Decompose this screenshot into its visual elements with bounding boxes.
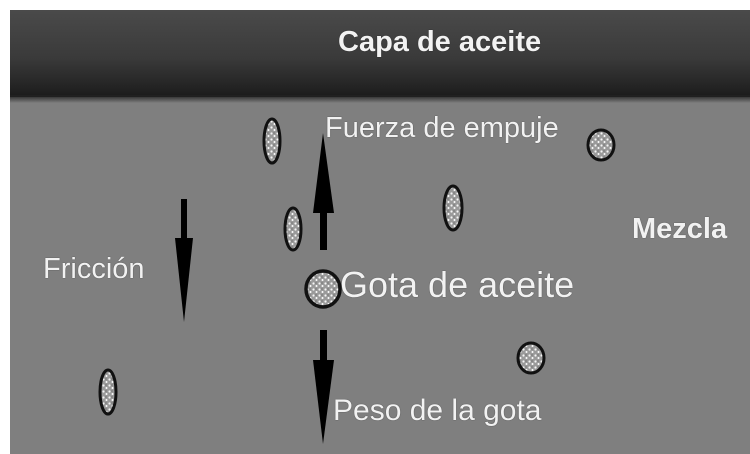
small-droplet xyxy=(586,128,616,162)
oil-layer-band xyxy=(10,10,750,103)
small-droplet xyxy=(516,341,546,375)
small-droplet xyxy=(262,117,282,165)
friction-arrow xyxy=(175,199,193,322)
small-droplet xyxy=(283,206,303,252)
buoyancy-arrow xyxy=(313,133,334,250)
mixture-label: Mezcla xyxy=(632,213,728,245)
oil-drop-label: Gota de aceite xyxy=(340,264,575,305)
friction-label: Fricción xyxy=(43,253,145,285)
weight-arrow xyxy=(313,330,334,444)
oil-layer-label: Capa de aceite xyxy=(338,26,542,58)
oil-drop-circle xyxy=(304,269,342,309)
drop-weight-label: Peso de la gota xyxy=(333,394,542,427)
mixture-region xyxy=(10,10,750,454)
buoyancy-label: Fuerza de empuje xyxy=(325,112,559,144)
small-droplet xyxy=(442,184,464,232)
small-droplet xyxy=(98,368,118,416)
